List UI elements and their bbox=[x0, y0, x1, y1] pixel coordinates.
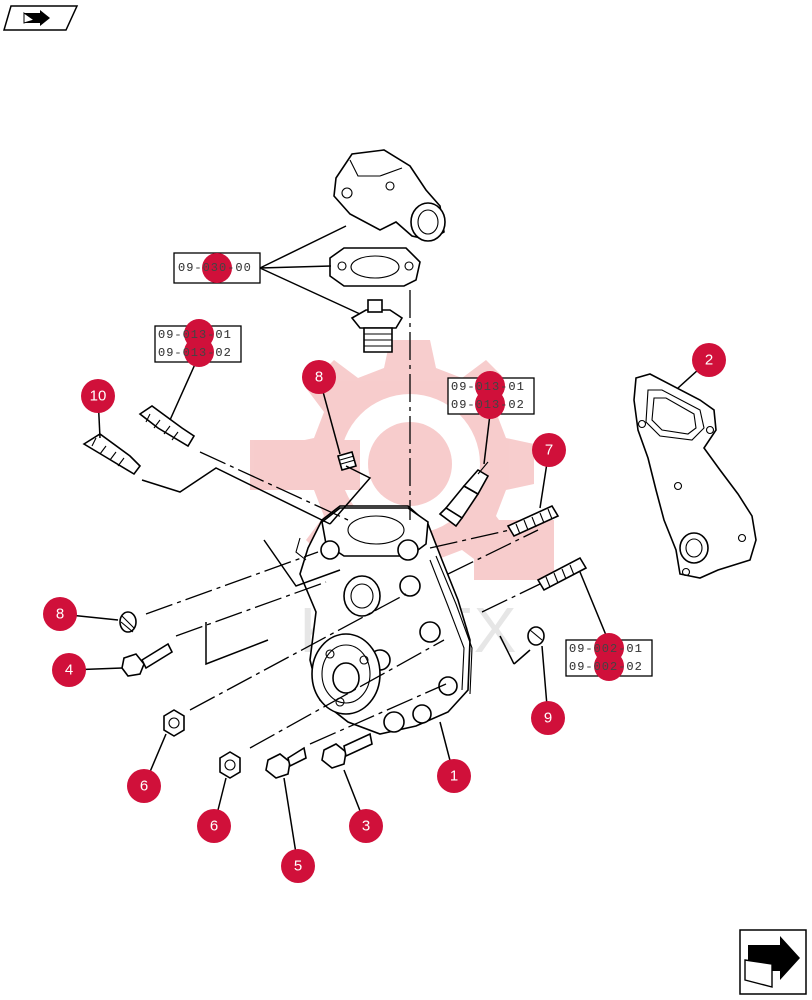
callout-8b[interactable]: 8 bbox=[43, 597, 77, 631]
ref-text-002-01: 09-002-01 bbox=[569, 642, 643, 656]
svg-text:9: 9 bbox=[544, 710, 552, 727]
svg-text:8: 8 bbox=[56, 606, 64, 623]
bolt-5 bbox=[265, 746, 307, 779]
sensor-middle bbox=[138, 405, 196, 448]
ref-text-030: 09-030-00 bbox=[178, 261, 252, 275]
pump-gasket-plate bbox=[633, 373, 757, 579]
callout-1[interactable]: 1 bbox=[437, 759, 471, 793]
svg-text:1: 1 bbox=[450, 768, 458, 785]
callout-7[interactable]: 7 bbox=[532, 433, 566, 467]
nut-lower bbox=[219, 751, 241, 779]
callout-6b[interactable]: 6 bbox=[197, 809, 231, 843]
thermostat-housing-elbow bbox=[333, 149, 446, 242]
svg-text:8: 8 bbox=[315, 369, 323, 386]
ref-dot bbox=[184, 337, 214, 367]
ref-text-013-01-left: 09-013-01 bbox=[158, 328, 232, 342]
ref-text-013-01-mid: 09-013-01 bbox=[451, 380, 525, 394]
svg-text:4: 4 bbox=[65, 662, 73, 679]
callout-5[interactable]: 5 bbox=[281, 849, 315, 883]
plug-left bbox=[119, 611, 137, 633]
ref-text-013-02-left: 09-013-02 bbox=[158, 346, 232, 360]
callout-3[interactable]: 3 bbox=[349, 809, 383, 843]
ref-text-002-02: 09-002-02 bbox=[569, 660, 643, 674]
svg-text:6: 6 bbox=[210, 818, 218, 835]
svg-text:3: 3 bbox=[362, 818, 370, 835]
gasket bbox=[329, 247, 421, 287]
water-pump-body bbox=[295, 505, 473, 735]
back-arrow-icon[interactable] bbox=[3, 5, 79, 31]
plug-right bbox=[527, 626, 545, 646]
svg-text:5: 5 bbox=[294, 858, 302, 875]
ref-dot bbox=[202, 253, 232, 283]
svg-text:10: 10 bbox=[90, 388, 107, 405]
bolt-3 bbox=[321, 732, 373, 769]
ref-dot bbox=[475, 389, 505, 419]
callout-8a[interactable]: 8 bbox=[302, 360, 336, 394]
stud-lower bbox=[536, 556, 588, 592]
stud bbox=[506, 504, 560, 538]
bolt-long bbox=[121, 642, 174, 677]
ref-dot bbox=[594, 651, 624, 681]
plug-top bbox=[337, 451, 357, 471]
ref-text-013-02-mid: 09-013-02 bbox=[451, 398, 525, 412]
callout-10[interactable]: 10 bbox=[81, 379, 115, 413]
nut-left bbox=[163, 709, 185, 737]
svg-text:2: 2 bbox=[705, 352, 713, 369]
temperature-sender bbox=[438, 461, 490, 528]
callout-2[interactable]: 2 bbox=[692, 343, 726, 377]
callout-6a[interactable]: 6 bbox=[127, 769, 161, 803]
sensor-left bbox=[82, 433, 142, 476]
thermostat bbox=[350, 299, 404, 353]
callout-4[interactable]: 4 bbox=[52, 653, 86, 687]
svg-text:6: 6 bbox=[140, 778, 148, 795]
callout-9[interactable]: 9 bbox=[531, 701, 565, 735]
next-page-arrow-icon[interactable] bbox=[739, 929, 807, 995]
svg-text:7: 7 bbox=[545, 442, 553, 459]
